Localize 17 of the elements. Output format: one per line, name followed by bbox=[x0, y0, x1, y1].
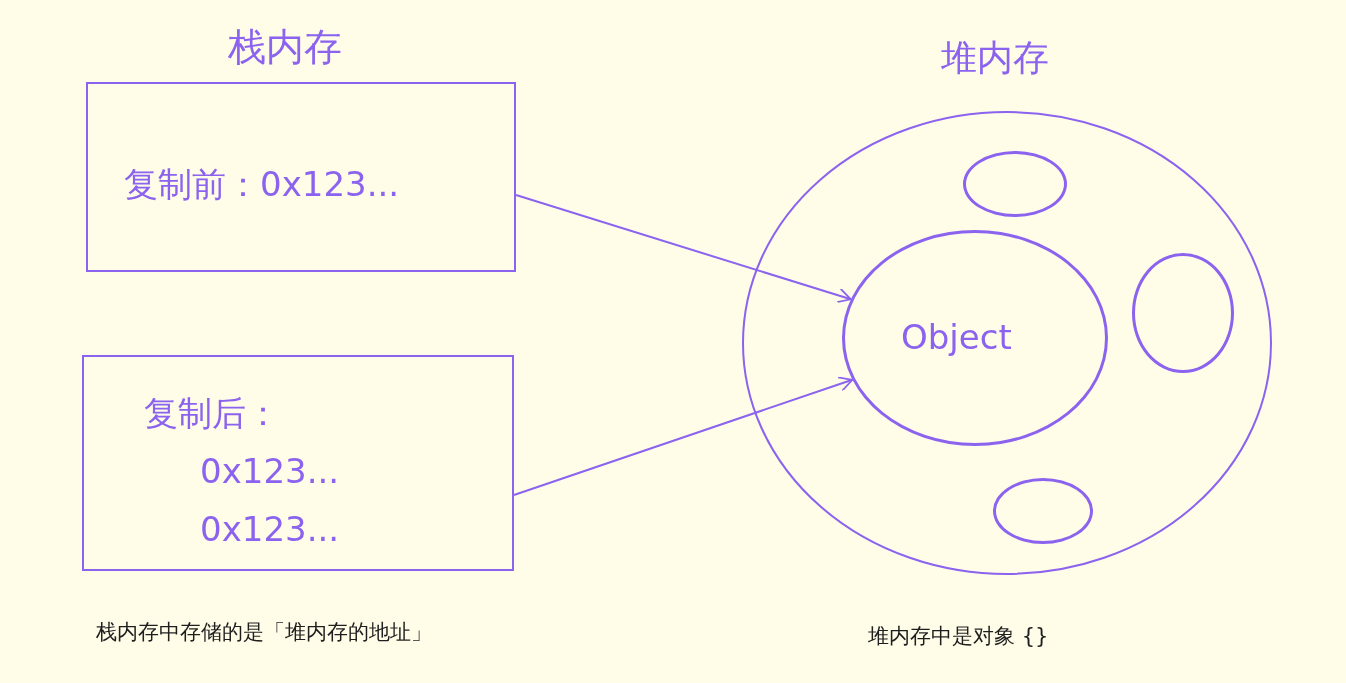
heading: 堆内存 bbox=[941, 36, 1049, 80]
note: 栈内存中存储的是「堆内存的地址」 bbox=[96, 619, 432, 646]
memory-value: 0x123... bbox=[200, 451, 340, 492]
note: 堆内存中是对象 {} bbox=[868, 623, 1049, 650]
memory-box bbox=[86, 82, 516, 272]
object-ellipse bbox=[842, 230, 1108, 446]
memory-value: 0x123... bbox=[200, 509, 340, 550]
arrow bbox=[513, 376, 854, 496]
heading: 栈内存 bbox=[228, 24, 342, 71]
object-label: Object bbox=[901, 317, 1012, 358]
empty-ellipse bbox=[993, 478, 1093, 544]
memory-box bbox=[82, 355, 514, 571]
empty-ellipse bbox=[963, 151, 1067, 217]
empty-ellipse bbox=[1132, 253, 1234, 373]
memory-value: 复制前：0x123... bbox=[124, 164, 400, 205]
memory-value: 复制后： bbox=[144, 393, 280, 434]
arrow bbox=[515, 194, 852, 304]
